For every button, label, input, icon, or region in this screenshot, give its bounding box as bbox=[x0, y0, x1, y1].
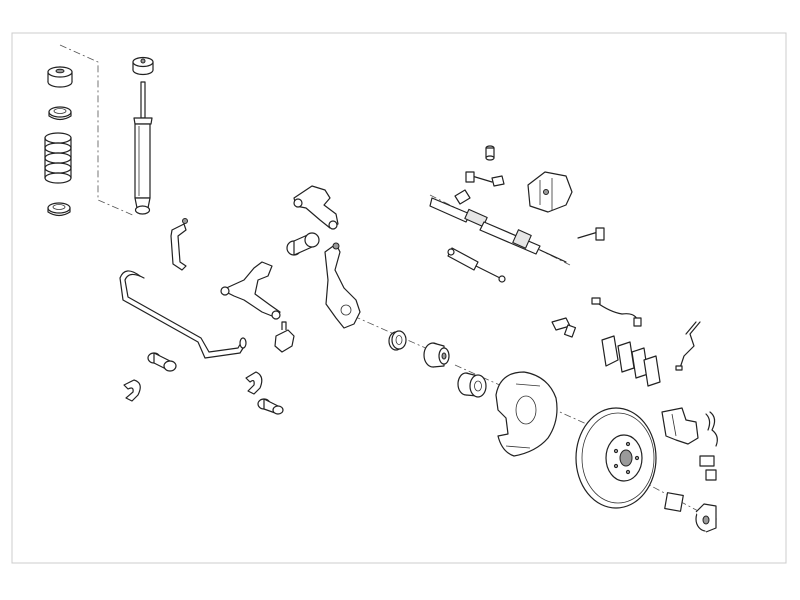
steering-damper bbox=[447, 247, 506, 283]
strut-top-mount bbox=[47, 66, 73, 88]
stabilizer-bushing bbox=[147, 352, 177, 372]
brake-disc bbox=[575, 407, 657, 509]
ball-joint bbox=[274, 321, 295, 353]
stabilizer-link-bracket bbox=[170, 218, 188, 271]
brake-dust-shield bbox=[495, 371, 558, 457]
wheel-hub bbox=[423, 342, 450, 368]
steering-rack bbox=[429, 189, 567, 263]
wheel-bearing bbox=[388, 330, 407, 351]
abs-sensor bbox=[551, 317, 577, 338]
caliper-bracket-mount bbox=[664, 455, 717, 512]
lower-control-arm bbox=[220, 261, 281, 320]
bleed-valve bbox=[485, 145, 495, 161]
upper-control-arm bbox=[293, 185, 339, 230]
diagram-frame bbox=[11, 32, 787, 564]
wear-sensor bbox=[675, 321, 701, 371]
caliper-housing bbox=[695, 503, 717, 533]
bushing-clamp bbox=[123, 371, 263, 402]
shock-absorber bbox=[133, 81, 153, 215]
spring-seat bbox=[47, 202, 71, 217]
caliper-pins bbox=[705, 411, 718, 447]
hub-bearing-kit bbox=[457, 372, 487, 398]
control-arm-bushing bbox=[286, 232, 320, 256]
strut-bearing bbox=[48, 106, 72, 121]
brake-caliper bbox=[527, 171, 573, 213]
control-arm-bolt bbox=[257, 398, 284, 415]
tie-rod-end bbox=[465, 171, 605, 241]
coil-spring bbox=[44, 132, 72, 184]
brake-hose bbox=[591, 297, 642, 327]
caliper-carrier bbox=[661, 407, 699, 445]
stabilizer-bar bbox=[119, 270, 247, 359]
strut-mount-nut bbox=[132, 56, 154, 76]
steering-knuckle bbox=[324, 242, 361, 329]
brake-pads bbox=[601, 335, 661, 387]
